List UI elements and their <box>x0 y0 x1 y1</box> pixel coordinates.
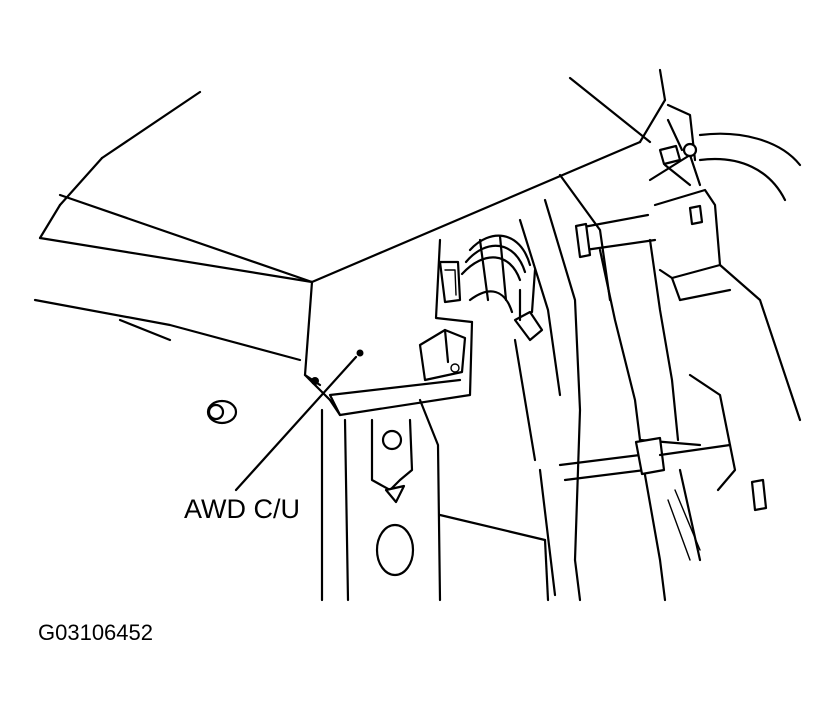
mounting-bracket <box>320 398 550 602</box>
center-pillar <box>513 173 612 602</box>
figure-code: G03106452 <box>38 620 153 645</box>
awd-control-unit-callout: AWD C/U <box>184 494 300 524</box>
wire-harness-connector <box>460 234 544 342</box>
awd-control-unit <box>303 238 474 417</box>
callout-leader-line <box>234 355 358 492</box>
left-lower-trim <box>33 298 302 362</box>
right-side-panel <box>648 103 802 512</box>
locating-pin <box>206 399 238 425</box>
upper-trim-panel <box>38 68 667 284</box>
right-harness-tube <box>558 213 732 602</box>
